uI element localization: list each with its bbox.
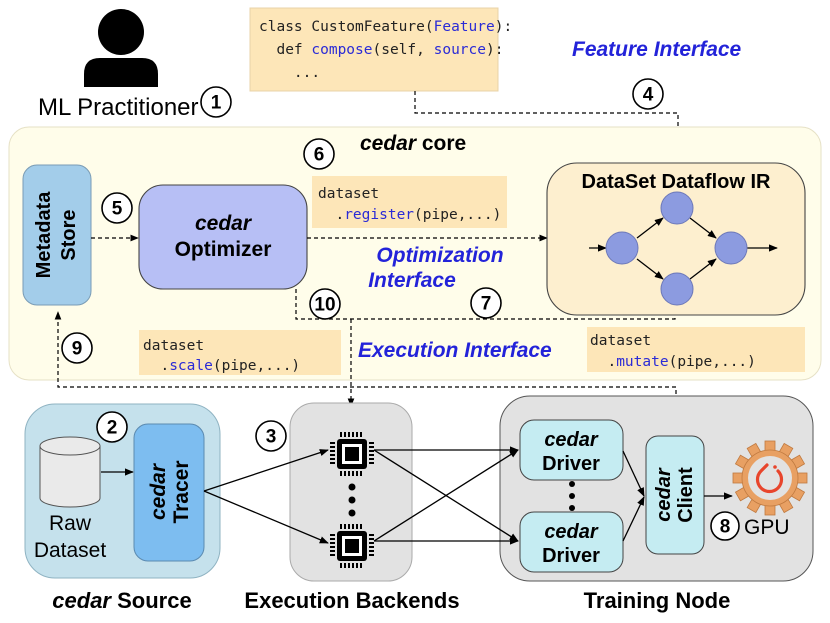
register-code-block: dataset .register(pipe,...)	[312, 176, 507, 228]
ir-node	[660, 272, 694, 306]
svg-text:2: 2	[107, 418, 118, 439]
svg-text:cedar: cedar	[544, 429, 599, 451]
svg-text:cedar: cedar	[544, 521, 599, 543]
cedar-driver-bottom: cedar Driver	[519, 511, 624, 573]
svg-text:Metadata: Metadata	[33, 191, 55, 279]
dataflow-ir: DataSet Dataflow IR	[546, 162, 806, 316]
cedar-tracer: cedar Tracer	[133, 423, 205, 562]
database-icon	[39, 436, 101, 508]
ir-to-execution-path	[295, 289, 676, 320]
backend-to-driver-arrow	[373, 449, 519, 542]
tracer-to-backend-arrow	[203, 490, 329, 544]
svg-text:dataset: dataset	[143, 338, 204, 354]
svg-text:def compose(self, source):: def compose(self, source):	[259, 42, 503, 58]
training-caption: Training Node	[584, 588, 731, 613]
driver-to-client-arrow	[622, 450, 645, 497]
svg-text:9: 9	[72, 339, 83, 360]
backends-caption: Execution Backends	[244, 588, 459, 613]
step-2-badge: 2	[96, 411, 128, 443]
svg-text:cedar: cedar	[195, 212, 253, 235]
step-4-badge: 4	[632, 78, 664, 110]
code-keyword: Feature	[434, 19, 495, 35]
practitioner-label: ML Practitioner	[38, 94, 199, 121]
cedar-client: cedar Client	[645, 435, 705, 555]
source-caption: cedar Source	[52, 588, 191, 613]
gpu-label: GPU	[744, 516, 790, 539]
svg-text:8: 8	[720, 517, 731, 538]
ellipsis-dots	[569, 481, 575, 511]
svg-text:class CustomFeature(Feature):: class CustomFeature(Feature):	[259, 19, 512, 35]
scale-code-block: dataset .scale(pipe,...)	[139, 330, 341, 375]
svg-text:Driver: Driver	[542, 453, 600, 475]
svg-text:.scale(pipe,...): .scale(pipe,...)	[143, 358, 300, 374]
svg-text:Driver: Driver	[542, 545, 600, 567]
optimization-interface-label-line2: Interface	[368, 269, 456, 292]
svg-text:...: ...	[259, 65, 320, 81]
cedar-source-panel: Raw Dataset cedar Tracer	[24, 403, 221, 579]
svg-text:Raw: Raw	[49, 512, 92, 535]
svg-text:Tracer: Tracer	[170, 460, 193, 523]
cedar-optimizer: cedar Optimizer	[138, 184, 308, 290]
optimization-interface-label-line1: Optimization	[376, 244, 503, 267]
cpu-chip-icon	[330, 524, 374, 568]
ir-node	[660, 191, 694, 225]
step-3-badge: 3	[255, 420, 287, 452]
ellipsis-dots	[348, 483, 356, 517]
step-9-badge: 9	[61, 332, 93, 364]
person-icon	[84, 9, 158, 87]
svg-text:DataSet Dataflow IR: DataSet Dataflow IR	[582, 171, 771, 193]
dataflow-graph	[589, 191, 778, 306]
svg-text:Client: Client	[675, 467, 697, 523]
step-1-badge: 1	[200, 86, 232, 118]
svg-text:3: 3	[266, 427, 277, 448]
svg-text:7: 7	[481, 294, 492, 315]
execution-interface-label: Execution Interface	[358, 339, 552, 362]
svg-text:1: 1	[211, 93, 222, 114]
svg-text:6: 6	[314, 145, 325, 166]
ml-practitioner: ML Practitioner	[38, 9, 199, 121]
svg-text:10: 10	[314, 295, 335, 316]
svg-text:.mutate(pipe,...): .mutate(pipe,...)	[590, 354, 756, 370]
svg-text:cedar: cedar	[653, 467, 675, 522]
svg-text:5: 5	[112, 199, 123, 220]
gpu-pytorch-gear-icon	[732, 440, 808, 516]
ir-node	[714, 231, 748, 265]
svg-text:.register(pipe,...): .register(pipe,...)	[318, 207, 501, 223]
svg-text:Optimizer: Optimizer	[175, 238, 272, 261]
feature-code-block: class CustomFeature(Feature): def compos…	[249, 7, 512, 92]
driver-to-client-arrow	[622, 496, 645, 542]
feature-interface-label: Feature Interface	[572, 38, 742, 61]
metadata-store: Metadata Store	[22, 164, 92, 306]
code-keyword: source	[434, 42, 486, 58]
code-keyword: compose	[311, 42, 372, 58]
svg-text:cedar: cedar	[147, 462, 170, 520]
svg-text:dataset: dataset	[318, 186, 379, 202]
cedar-driver-top: cedar Driver	[519, 419, 624, 481]
svg-text:Dataset: Dataset	[34, 539, 107, 562]
step-8-badge: 8	[710, 511, 740, 541]
step-6-badge: 6	[303, 138, 335, 170]
ir-node	[605, 231, 639, 265]
svg-text:Store: Store	[58, 209, 80, 260]
feature-to-ir-arrow	[414, 91, 682, 159]
svg-text:4: 4	[643, 85, 654, 106]
core-title: cedar core	[360, 132, 466, 155]
step-5-badge: 5	[101, 192, 133, 224]
svg-text:dataset: dataset	[590, 333, 651, 349]
tracer-to-backend-arrow	[203, 449, 329, 492]
step-7-badge: 7	[470, 287, 502, 319]
cpu-chip-icon	[330, 432, 374, 476]
step-10-badge: 10	[309, 288, 341, 320]
mutate-code-block: dataset .mutate(pipe,...)	[587, 327, 805, 372]
code-text: class CustomFeature(	[259, 19, 434, 35]
